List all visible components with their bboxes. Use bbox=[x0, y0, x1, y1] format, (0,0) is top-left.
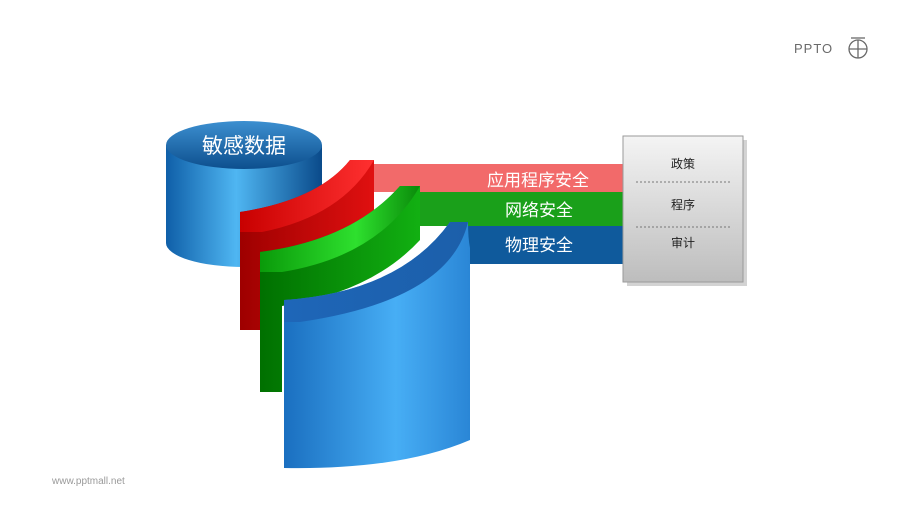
physical-security-shell bbox=[284, 222, 470, 469]
layer-bar-physical bbox=[462, 226, 624, 264]
cylinder-label: 敏感数据 bbox=[202, 134, 286, 158]
panel-item-policy: 政策 bbox=[671, 157, 695, 171]
control-panel bbox=[622, 135, 747, 286]
network-security-shell bbox=[260, 186, 420, 392]
panel-item-audit: 审计 bbox=[671, 235, 695, 250]
layer-label-physical: 物理安全 bbox=[505, 236, 573, 256]
layer-bar-network bbox=[418, 192, 624, 226]
layer-label-application: 应用程序安全 bbox=[487, 171, 589, 191]
cylinder-top bbox=[166, 121, 322, 169]
brand-logo: PPTO bbox=[794, 36, 874, 66]
layer-label-network: 网络安全 bbox=[505, 201, 573, 221]
logo-mark-icon bbox=[848, 37, 868, 59]
watermark-url: www.pptmall.net bbox=[52, 476, 125, 487]
panel-item-procedure: 程序 bbox=[671, 197, 695, 212]
logo-text: PPTO bbox=[794, 41, 834, 56]
